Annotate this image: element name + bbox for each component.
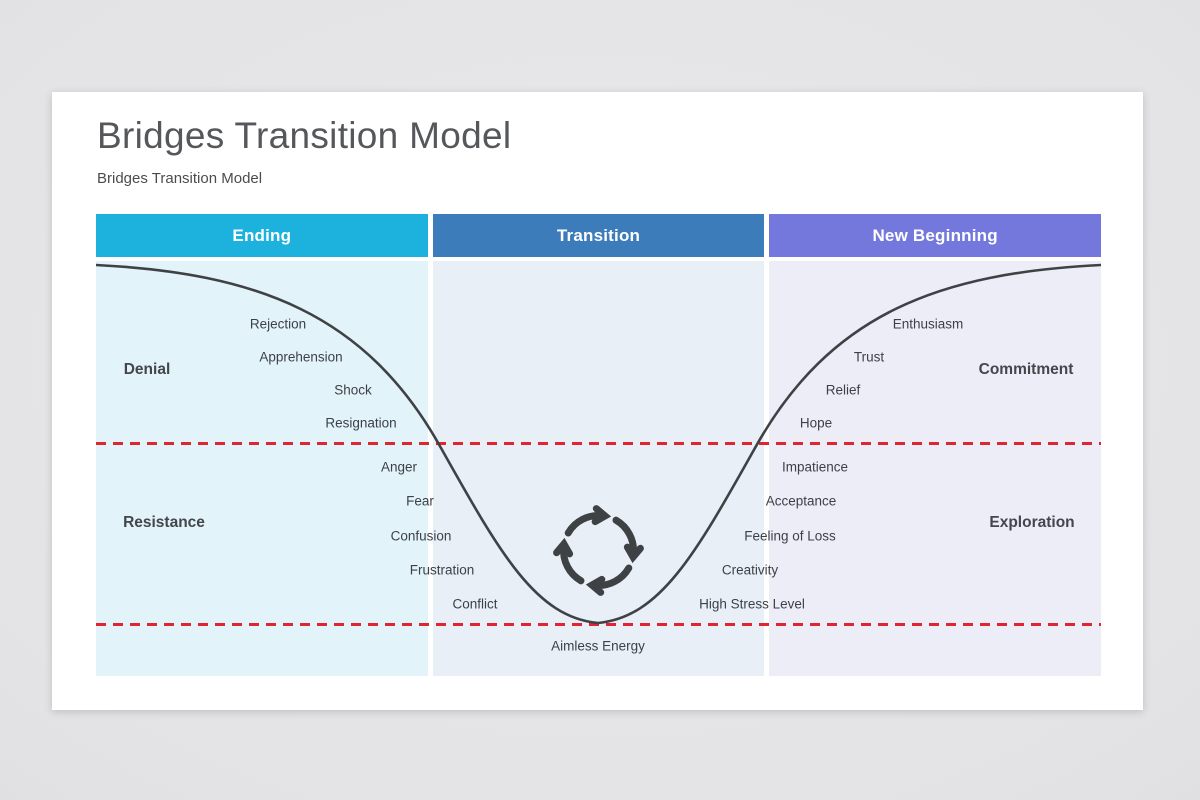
stage-header-label: Transition [556, 225, 641, 245]
stage-header-transition: Transition [432, 214, 765, 257]
model-annotation: Hope [799, 415, 833, 431]
model-annotation: Resignation [325, 415, 397, 431]
bridges-transition-diagram: Ending Transition New Beginning [96, 214, 1101, 676]
model-annotation: Apprehension [259, 349, 343, 365]
model-annotation: Trust [853, 349, 885, 365]
model-annotation: Aimless Energy [551, 638, 645, 654]
zone-label: Denial [123, 361, 171, 378]
zone-label: Exploration [989, 514, 1075, 531]
page-subtitle: Bridges Transition Model [97, 170, 263, 187]
model-annotation: Acceptance [765, 493, 837, 509]
model-annotation: Fear [406, 493, 434, 509]
stage-header-label: New Beginning [872, 225, 998, 245]
model-annotation: Confusion [390, 528, 452, 544]
model-annotation: Rejection [249, 316, 307, 332]
model-annotation: High Stress Level [699, 596, 805, 612]
stage-header-new-beginning: New Beginning [769, 214, 1101, 257]
slide-card: Bridges Transition Model Bridges Transit… [52, 92, 1143, 710]
page-title: Bridges Transition Model [97, 115, 512, 156]
model-annotation: Feeling of Loss [744, 528, 836, 544]
cycle-arrows-icon [553, 505, 644, 596]
model-annotation: Conflict [452, 596, 498, 612]
model-annotation: Shock [334, 382, 372, 398]
model-annotation: Frustration [409, 562, 475, 578]
model-annotation: Creativity [721, 562, 779, 578]
model-annotation: Anger [380, 459, 418, 475]
model-annotation: Impatience [781, 459, 849, 475]
dashed-line-lower [96, 623, 1101, 626]
stage-header-label: Ending [232, 225, 292, 245]
stage-header-row: Ending Transition New Beginning [96, 214, 1101, 257]
stage-header-ending: Ending [96, 214, 428, 257]
model-annotation: Relief [825, 382, 861, 398]
model-annotation: Enthusiasm [892, 316, 964, 332]
zone-label: Commitment [978, 361, 1074, 378]
zone-label: Resistance [123, 514, 205, 531]
